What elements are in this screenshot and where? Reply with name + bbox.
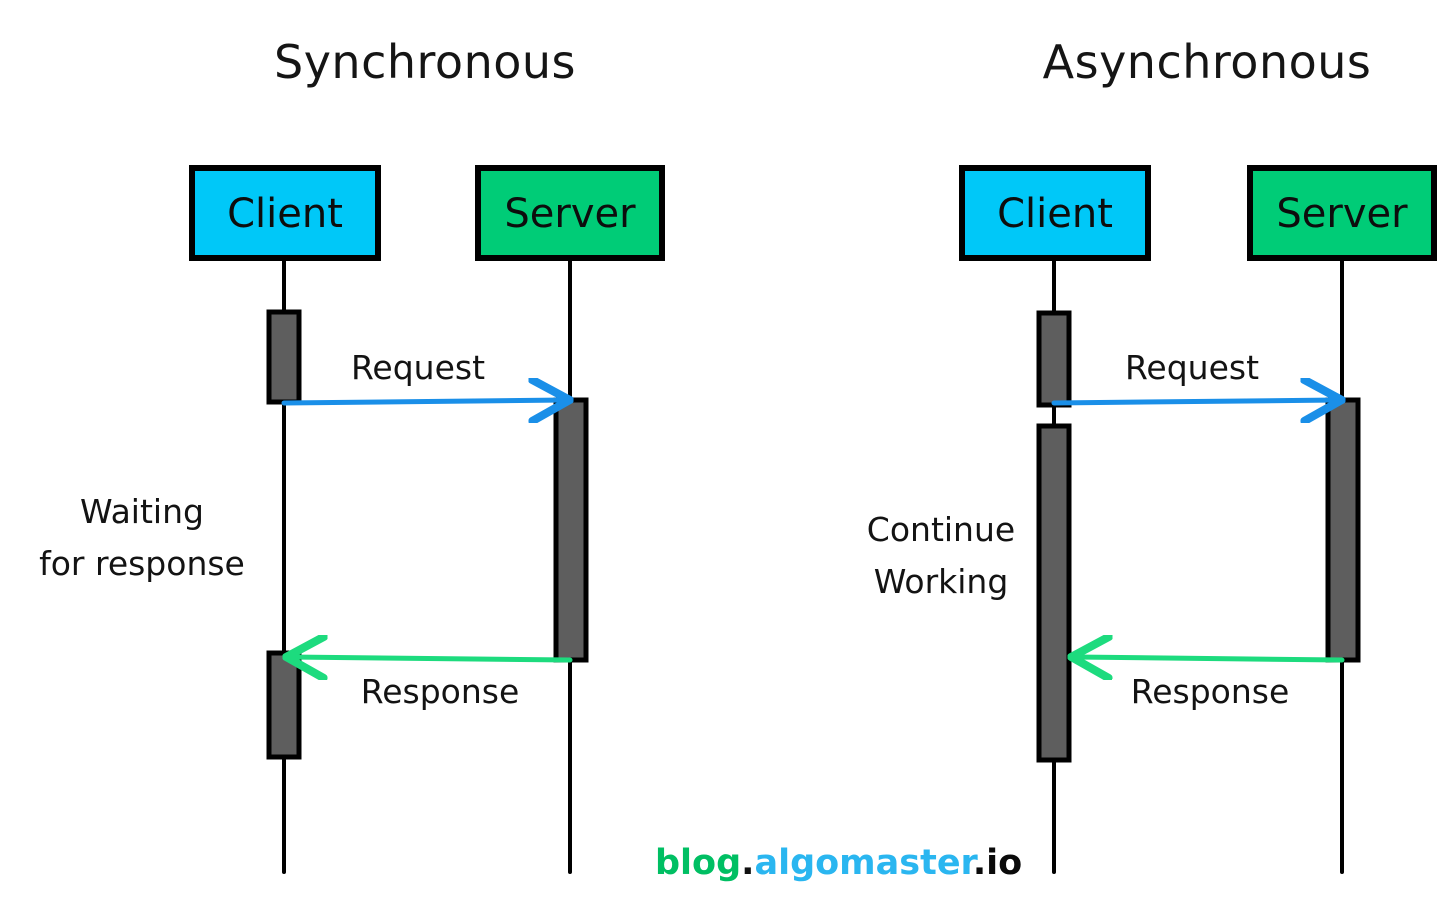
message-async-response: Response xyxy=(1075,657,1345,711)
message-sync-response: Response xyxy=(290,657,573,711)
activation-bar-async-client-continue xyxy=(1036,423,1072,763)
participant-async-server[interactable]: Server xyxy=(1247,165,1437,261)
participant-label-client: Client xyxy=(997,191,1113,237)
watermark-blog-algomaster-io[interactable]: blog.algomaster.io xyxy=(655,843,1022,883)
message-sync-request: Request xyxy=(281,348,566,403)
activation-bar-sync-server-processing xyxy=(553,397,589,663)
panel-title-asynchronous: Asynchronous xyxy=(1043,35,1372,89)
participant-box-client[interactable] xyxy=(959,165,1151,261)
participant-sync-client[interactable]: Client xyxy=(189,165,381,261)
message-line-request xyxy=(1051,400,1338,403)
note-continue-working: Continue Working xyxy=(867,510,1015,601)
watermark-part-io: .io xyxy=(973,843,1022,883)
participant-box-server[interactable] xyxy=(475,165,665,261)
activation-bar-async-server-processing xyxy=(1325,397,1361,663)
watermark-part-blog: blog xyxy=(655,843,741,883)
note-line-1: Continue xyxy=(867,510,1015,549)
watermark-part-algomaster: algomaster xyxy=(754,843,978,883)
message-label-response: Response xyxy=(1131,672,1290,711)
participant-async-client[interactable]: Client xyxy=(959,165,1151,261)
participant-label-server: Server xyxy=(504,191,636,237)
participant-label-client: Client xyxy=(227,191,343,237)
activation-bar-async-client-request xyxy=(1036,310,1072,408)
activation-bar-sync-client-request xyxy=(266,309,302,405)
note-line-2: Working xyxy=(874,562,1009,601)
message-line-response xyxy=(290,657,573,660)
watermark-text[interactable]: blog.algomaster.io xyxy=(655,843,1022,883)
participant-label-server: Server xyxy=(1276,191,1408,237)
activation-bar-sync-client-response xyxy=(266,650,302,760)
message-line-response xyxy=(1075,657,1345,660)
message-label-request: Request xyxy=(1125,348,1259,387)
participant-box-server[interactable] xyxy=(1247,165,1437,261)
watermark-part-dot1: . xyxy=(741,843,754,883)
message-line-request xyxy=(281,400,566,403)
note-line-1: Waiting xyxy=(80,492,204,531)
message-label-request: Request xyxy=(351,348,485,387)
note-line-2: for response xyxy=(39,544,245,583)
participant-sync-server[interactable]: Server xyxy=(475,165,665,261)
panel-asynchronous: Asynchronous Client Server Request xyxy=(867,35,1437,874)
panel-title-synchronous: Synchronous xyxy=(274,35,576,89)
message-label-response: Response xyxy=(361,672,520,711)
note-waiting-for-response: Waiting for response xyxy=(39,492,245,583)
panel-synchronous: Synchronous Client Server Request xyxy=(39,35,665,874)
message-async-request: Request xyxy=(1051,348,1338,403)
participant-box-client[interactable] xyxy=(189,165,381,261)
